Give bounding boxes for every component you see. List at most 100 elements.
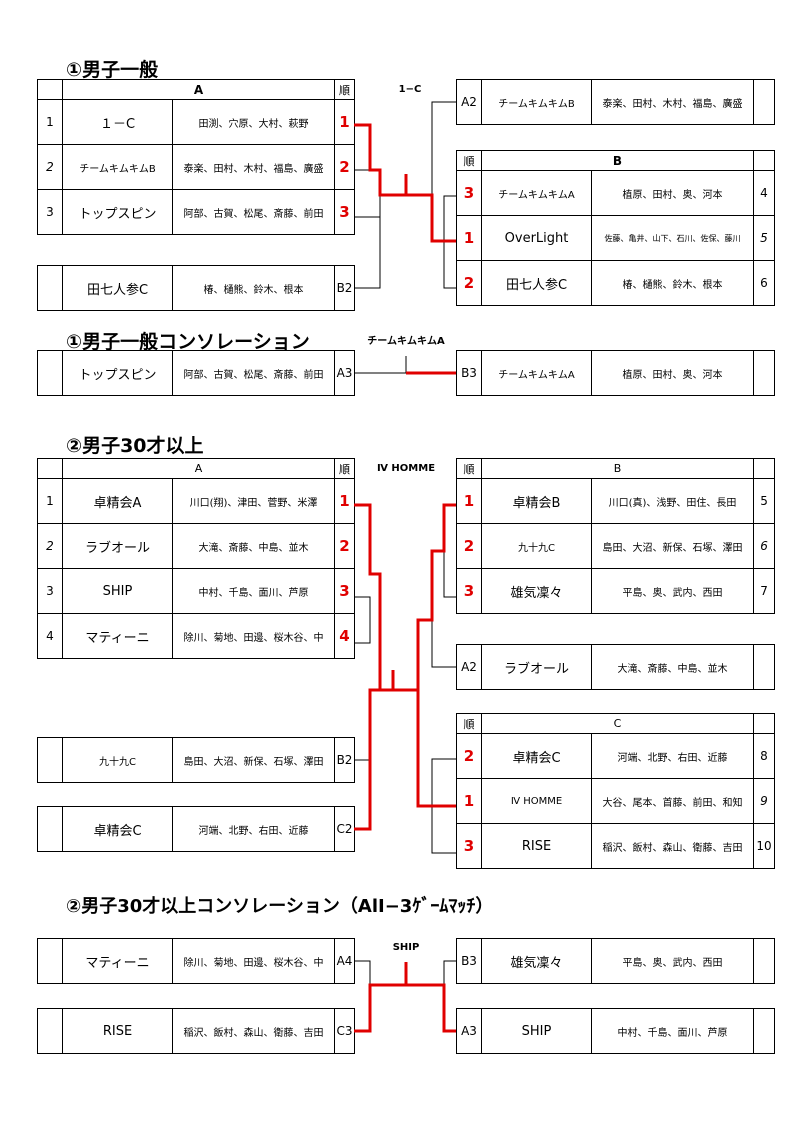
team-members: 平島、奥、武内、西田 [590,568,755,614]
team-number: 2 [37,144,63,190]
table-row: 3 RISE 稲沢、飯村、森山、衛藤、吉田 10 [456,823,775,869]
winner-label: SHIP [392,942,420,953]
team-rank: 2 [456,260,482,306]
team-name: 九十九C [62,737,173,783]
team-members: 阿部、古賀、松尾、斎藤、前田 [172,350,335,396]
winner-path [354,688,418,831]
table-row: B3 雄気凜々 平島、奥、武内、西田 [456,938,775,984]
table-row: 3 トップスピン 阿部、古賀、松尾、斎藤、前田 3 [37,189,356,235]
seed-code: A2 [456,644,482,690]
team-members: 川口(翔)、津田、菅野、米澤 [172,478,335,524]
team-name: チームキムキムA [481,350,592,396]
team-name: チームキムキムB [481,79,592,125]
c2-entry-table: 卓精会C 河端、北野、右田、近藤 C2 [37,806,355,852]
winner-path [354,962,408,1033]
table-row: 2 チームキムキムB 泰楽、田村、木村、福島、廣盛 2 [37,144,356,190]
b2-entry-table: 田七人参C 椿、樋熊、鈴木、根本 B2 [37,265,355,311]
seed-code: A2 [456,79,482,125]
team-rank: 3 [334,568,355,614]
team-members: 椿、樋熊、鈴木、根本 [591,260,754,306]
b3-entry-table: B3 チームキムキムA 植原、田村、奥、河本 [456,350,775,396]
b2-entry-table: 九十九C 島田、大沼、新保、石塚、澤田 B2 [37,737,355,783]
team-members: 大滝、斎藤、中島、並木 [172,523,335,569]
team-name: RISE [62,1008,173,1054]
table-row: 3 雄気凜々 平島、奥、武内、西田 7 [456,568,776,614]
a4-entry-table: マティーニ 除川、菊地、田邊、桜木谷、中 A4 [37,938,355,984]
winner-path [354,123,408,197]
team-members: 佐藤、亀井、山下、石川、佐保、藤川 [591,215,754,261]
table-row: A3 SHIP 中村、千島、面川、芦原 [456,1008,775,1054]
team-rank: 4 [334,613,355,659]
team-name: 雄気凜々 [481,568,592,614]
seed-code: C3 [334,1008,355,1054]
bracket-connector [354,217,381,289]
team-number: 7 [753,568,776,614]
a3-entry-table: A3 SHIP 中村、千島、面川、芦原 [456,1008,775,1054]
table-row: 4 マティーニ 除川、菊地、田邊、桜木谷、中 4 [37,613,355,659]
bracket-connector [354,169,381,218]
team-name: 雄気凜々 [481,938,592,984]
table-row: 3 SHIP 中村、千島、面川、芦原 3 [37,568,355,614]
team-members: 泰楽、田村、木村、福島、廣盛 [591,79,754,125]
team-members: 河端、北野、右田、近藤 [591,733,754,779]
team-number: 4 [753,170,775,216]
team-name: OverLight [481,215,592,261]
table-row: 1 OverLight 佐藤、亀井、山下、石川、佐保、藤川 5 [456,215,775,261]
team-name: SHIP [62,568,173,614]
seed-code: C2 [334,806,355,852]
team-members: 河端、北野、右田、近藤 [172,806,335,852]
table-row: マティーニ 除川、菊地、田邊、桜木谷、中 A4 [37,938,355,984]
bracket-connector [354,356,407,374]
team-name: トップスピン [62,189,173,235]
team-name: SHIP [481,1008,592,1054]
team-members: 島田、大沼、新保、石塚、澤田 [590,523,755,569]
team-members: 田渕、穴原、大村、萩野 [171,99,336,145]
winner-path [416,503,456,690]
table-row: 卓精会C 河端、北野、右田、近藤 C2 [37,806,355,852]
a2-entry-table: A2 ラブオール 大滝、斎藤、中島、並木 [456,644,775,690]
team-name: マティーニ [62,613,173,659]
team-name: ラブオール [481,644,592,690]
team-number: 10 [753,823,775,869]
table-row: B3 チームキムキムA 植原、田村、奥、河本 [456,350,775,396]
team-members: 稲沢、飯村、森山、衛藤、吉田 [591,823,754,869]
team-name: １－C [62,99,173,145]
section-title-mens-over-30: ②男子30才以上 [66,435,204,457]
team-name: 卓精会B [481,478,592,524]
team-members: 植原、田村、奥、河本 [591,350,754,396]
team-rank: 2 [334,523,355,569]
team-name: 田七人参C [481,260,592,306]
bracket-connector [443,551,456,598]
winner-label: Ⅳ HOMME [376,463,436,474]
bracket-connector [354,960,371,985]
winner-label: チームキムキムA [367,336,445,347]
table-row: 1 卓精会A 川口(翔)、津田、菅野、米澤 1 [37,478,355,524]
team-number: 5 [753,215,775,261]
b3-entry-table: B3 雄気凜々 平島、奥、武内、西田 [456,938,775,984]
team-members: 中村、千島、面川、芦原 [591,1008,754,1054]
team-members: 平島、奥、武内、西田 [591,938,754,984]
team-members: 稲沢、飯村、森山、衛藤、吉田 [172,1008,335,1054]
table-row: A2 ラブオール 大滝、斎藤、中島、並木 [456,644,775,690]
team-rank: 1 [334,478,355,524]
team-members: 除川、菊地、田邊、桜木谷、中 [172,938,335,984]
team-number: 2 [37,523,63,569]
team-number: 6 [753,260,775,306]
team-members: 椿、樋熊、鈴木、根本 [172,265,335,311]
team-name: チームキムキムB [62,144,173,190]
table-row: 1 卓精会B 川口(真)、浅野、田住、長田 5 [456,478,776,524]
winner-path [416,690,456,808]
team-name: 田七人参C [62,265,173,311]
table-row: 2 田七人参C 椿、樋熊、鈴木、根本 6 [456,260,775,306]
table-row: 2 卓精会C 河端、北野、右田、近藤 8 [456,733,775,779]
team-members: 除川、菊地、田邊、桜木谷、中 [172,613,335,659]
table-row: RISE 稲沢、飯村、森山、衛藤、吉田 C3 [37,1008,355,1054]
bracket-winner-path [354,123,456,1033]
team-members: 阿部、古賀、松尾、斎藤、前田 [171,189,336,235]
table-row: 九十九C 島田、大沼、新保、石塚、澤田 B2 [37,737,355,783]
section-title-mens-general-consolation: ①男子一般コンソレーション [66,331,310,353]
table-row: 2 ラブオール 大滝、斎藤、中島、並木 2 [37,523,355,569]
